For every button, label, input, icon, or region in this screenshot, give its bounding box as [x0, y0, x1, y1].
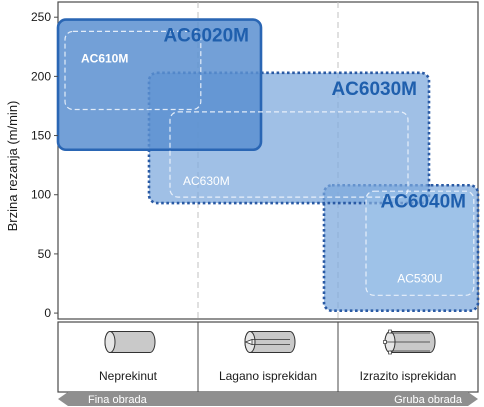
grade-label-ac6030m: AC6030M	[331, 79, 417, 100]
grade-label-ac530u: AC530U	[397, 271, 442, 285]
interruption-label: Neprekinut	[99, 369, 158, 383]
grade-label-ac6040m: AC6040M	[380, 191, 466, 212]
y-tick-label: 100	[31, 188, 51, 202]
heavy-interruption-workpiece-icon	[383, 329, 436, 355]
finishing-arrow-layer: Fina obrada Gruba obrada	[58, 392, 478, 406]
grade-boxes-layer	[56, 18, 480, 313]
y-tick-label: 50	[38, 247, 52, 261]
grade-box-ac6020m	[56, 18, 263, 152]
grade-label-ac630m: AC630M	[183, 174, 230, 188]
grade-labels-layer: AC6020M AC6030M AC6040M AC610M AC630M AC530U	[81, 26, 466, 286]
roughing-label: Gruba obrada	[394, 394, 463, 406]
light-interruption-workpiece-icon	[244, 331, 296, 353]
interruption-label: Lagano isprekidan	[219, 369, 317, 383]
interruption-label: Izrazito isprekidan	[360, 369, 457, 383]
y-axis-layer: Brzina rezanja (m/min) 0 50 100 150 200 250	[5, 10, 58, 320]
grade-label-ac610m: AC610M	[81, 51, 128, 65]
grade-outline-ac630m	[169, 111, 409, 198]
continuous-cut-workpiece-icon	[104, 331, 156, 353]
finishing-roughing-arrow	[58, 392, 478, 406]
grade-label-ac6020m: AC6020M	[163, 26, 249, 47]
y-axis-label: Brzina rezanja (m/min)	[5, 101, 20, 232]
grade-fill-ac530u	[366, 191, 474, 296]
grade-outline-ac610m	[64, 30, 202, 111]
interruption-panel-layer: Neprekinut Lagano isprekidan Izrazito ispr…	[57, 321, 479, 393]
y-tick-label: 200	[31, 69, 51, 83]
y-tick-label: 0	[44, 306, 51, 320]
grade-outline-ac530u	[365, 190, 475, 296]
finishing-label: Fina obrada	[88, 394, 148, 406]
y-tick-label: 250	[31, 10, 51, 24]
y-tick-label: 150	[31, 129, 51, 143]
